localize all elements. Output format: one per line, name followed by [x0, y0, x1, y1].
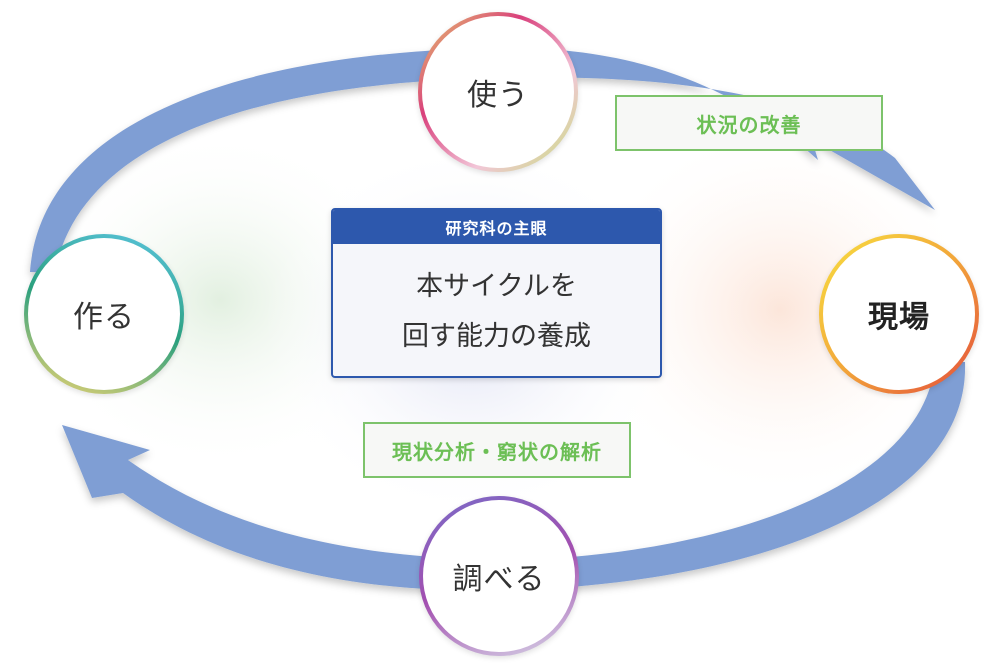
- center-body: 本サイクルを 回す能力の養成: [333, 244, 660, 362]
- center-line-2: 回す能力の養成: [402, 321, 591, 352]
- node-field-label: 現場: [868, 300, 930, 335]
- node-field: 現場: [819, 234, 979, 394]
- node-make: 作る: [24, 234, 184, 394]
- glow-orange: [580, 120, 980, 500]
- bottom-arc-arrow: [62, 362, 966, 591]
- center-box: 研究科の主眼 本サイクルを 回す能力の養成: [331, 208, 662, 378]
- node-research-label: 調べる: [452, 562, 546, 597]
- top-arc-arrow: [30, 47, 935, 273]
- center-line-1: 本サイクルを: [416, 271, 577, 302]
- node-use: 使う: [418, 12, 578, 172]
- node-use-label: 使う: [467, 78, 529, 113]
- node-research: 調べる: [419, 496, 579, 656]
- label-analyze: 現状分析・窮状の解析: [363, 422, 631, 478]
- node-make-label: 作る: [73, 300, 135, 335]
- center-header: 研究科の主眼: [333, 210, 660, 244]
- label-improve: 状況の改善: [615, 95, 883, 151]
